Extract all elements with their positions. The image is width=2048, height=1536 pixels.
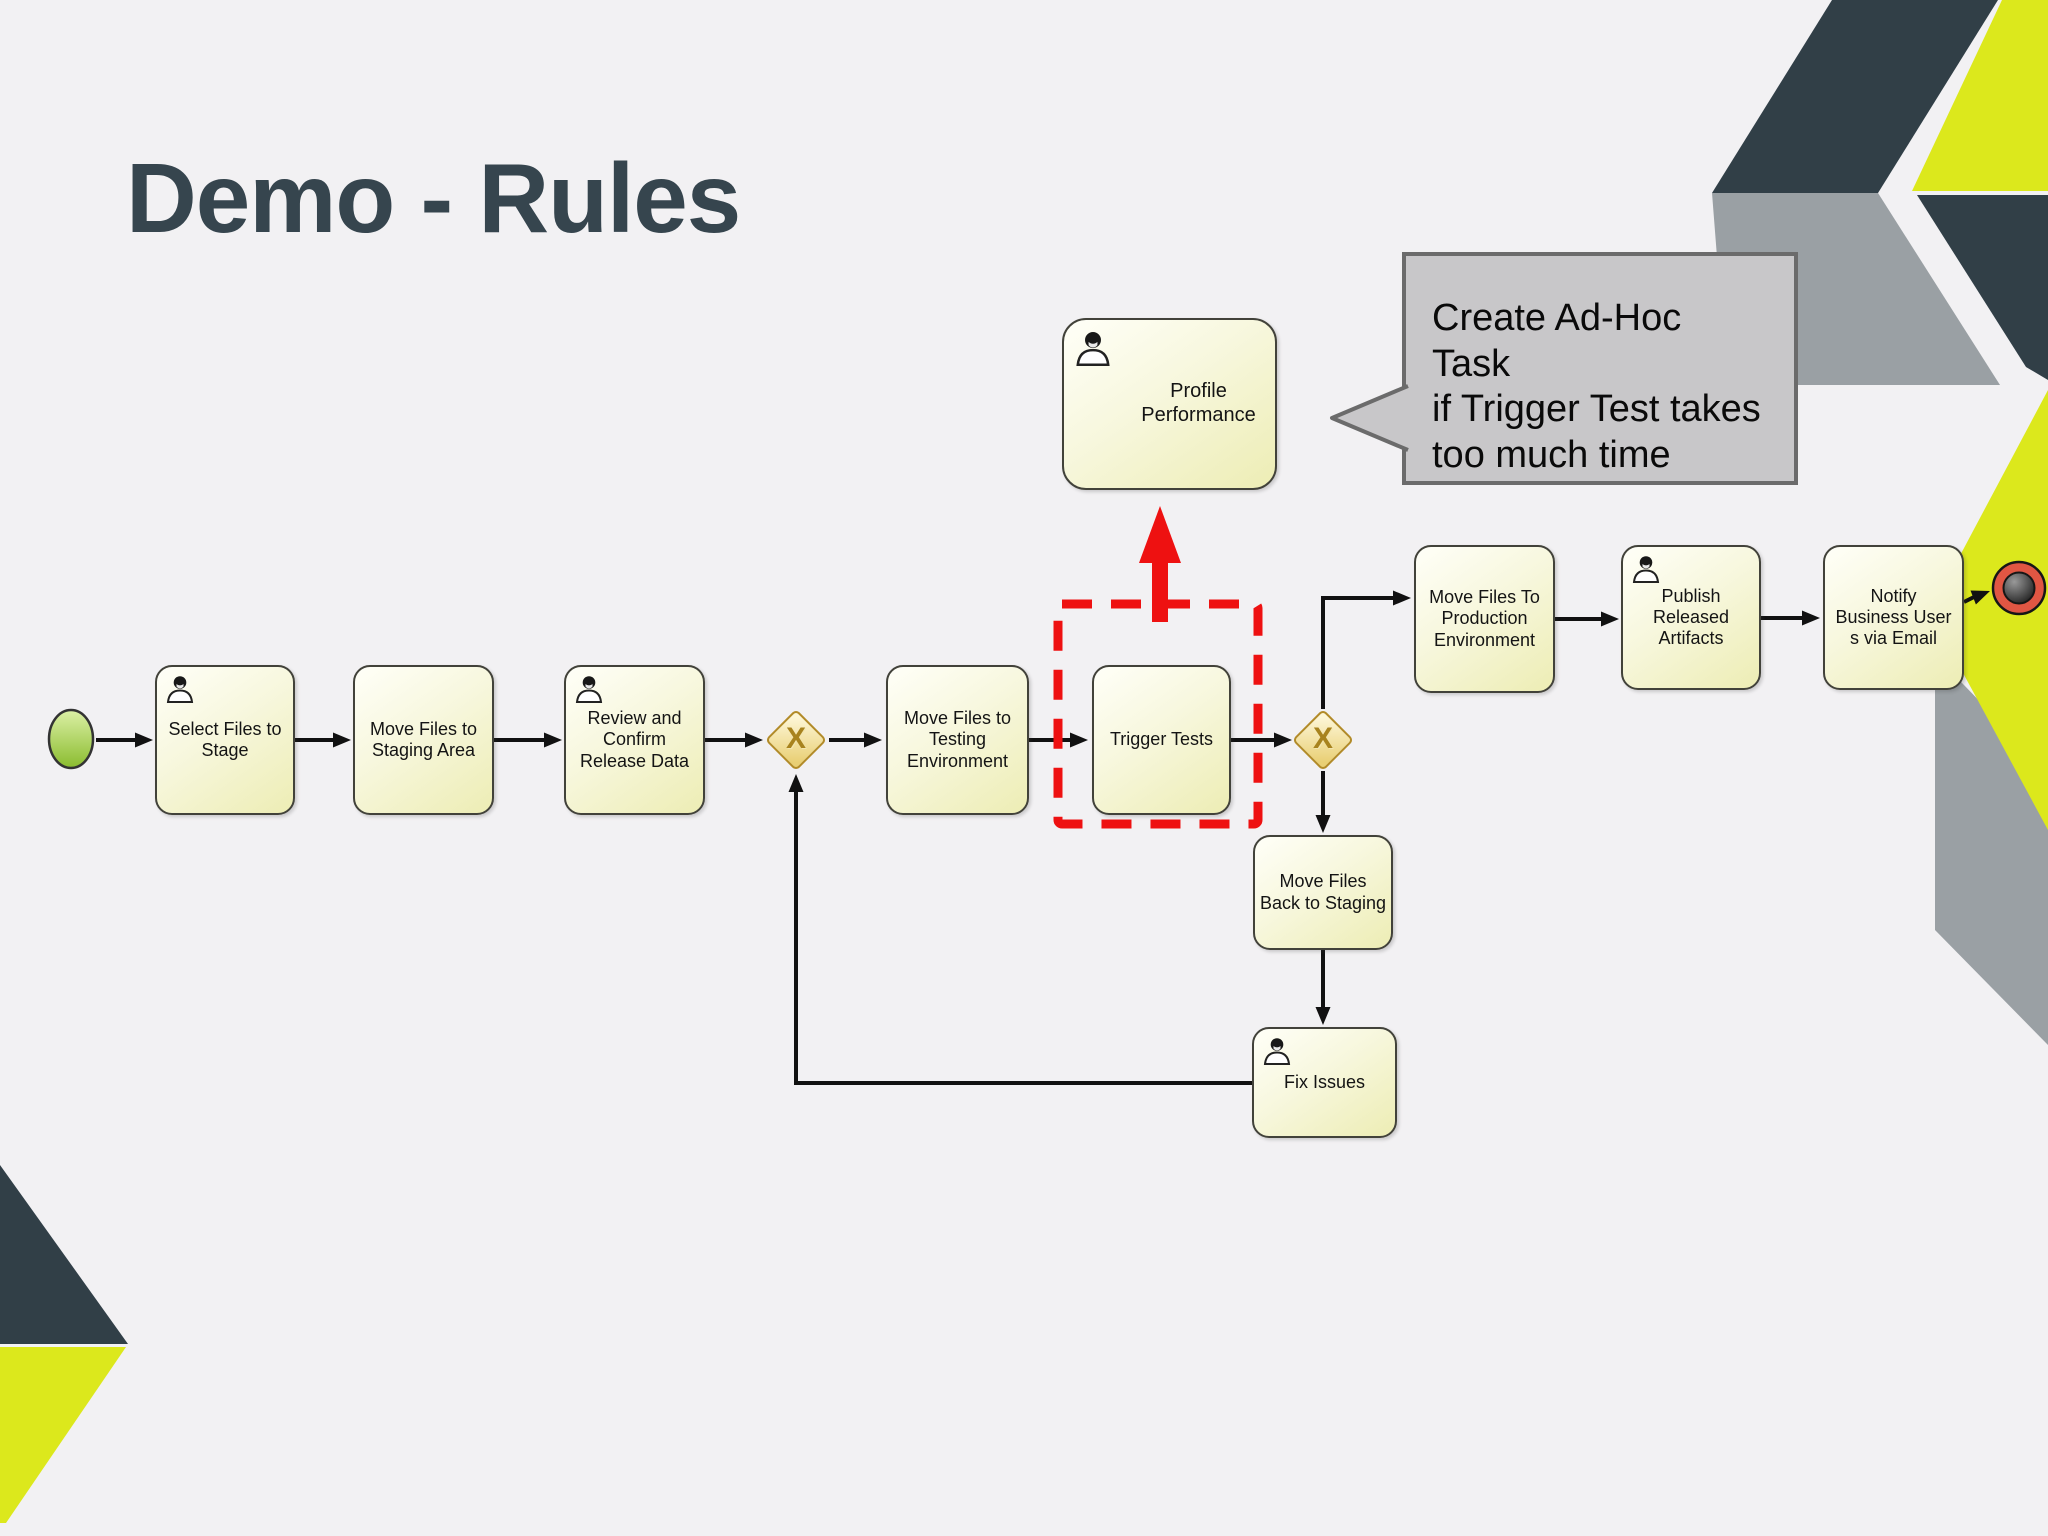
task-label: Profile Performance	[1141, 380, 1256, 426]
arrowheads	[135, 590, 1990, 1025]
task-label: Publish Released Artifacts	[1652, 585, 1730, 649]
decor-top-right	[1712, 0, 2048, 1045]
decor-bottom-left	[0, 1165, 128, 1523]
decor-dark-band-right	[1917, 195, 2048, 380]
annotation-callout: Create Ad-Hoc Task if Trigger Test takes…	[1402, 252, 1798, 485]
decor-yellow-triangle	[0, 1347, 126, 1523]
connectors	[96, 595, 1975, 1085]
task-trigger-tests: Trigger Tests	[1092, 665, 1231, 815]
task-label: Trigger Tests	[1109, 729, 1214, 750]
task-notify-business-users: Notify Business User s via Email	[1823, 545, 1964, 690]
task-publish-released-artifacts: Publish Released Artifacts	[1621, 545, 1761, 690]
decor-dark-triangle	[0, 1165, 128, 1344]
task-label: Fix Issues	[1283, 1071, 1366, 1092]
task-move-files-to-staging: Move Files to Staging Area	[353, 665, 494, 815]
user-icon	[1631, 553, 1661, 583]
adhoc-arrow	[1139, 506, 1181, 622]
adhoc-highlight-box	[1053, 599, 1263, 829]
task-move-files-back-to-staging: Move Files Back to Staging	[1253, 835, 1393, 950]
task-label: Move Files To Production Environment	[1429, 587, 1540, 650]
task-move-files-to-testing: Move Files to Testing Environment	[886, 665, 1029, 815]
task-profile-performance: Profile Performance	[1062, 318, 1277, 490]
page-title: Demo - Rules	[126, 143, 741, 253]
task-review-confirm-release: Review and Confirm Release Data	[564, 665, 705, 815]
decor-yellow-band-top	[1912, 0, 2048, 191]
user-icon	[165, 673, 195, 703]
user-icon	[1074, 328, 1112, 366]
start-event-icon	[47, 708, 95, 770]
task-label: Move Files Back to Staging	[1259, 871, 1387, 913]
gateway-x-label: X	[1312, 722, 1333, 755]
user-icon	[574, 673, 604, 703]
task-label: Move Files to Staging Area	[369, 718, 478, 760]
decor-yellow-diamond-right	[1930, 390, 2048, 830]
decor-dark-chevron	[1712, 0, 1998, 193]
task-select-files-to-stage: Select Files to Stage	[155, 665, 295, 815]
task-label: Move Files to Testing Environment	[903, 708, 1012, 771]
gateway-x-label: X	[785, 722, 806, 755]
task-fix-issues: Fix Issues	[1252, 1027, 1397, 1138]
end-event-icon	[1991, 560, 2047, 616]
task-label: Select Files to Stage	[168, 718, 282, 760]
task-move-files-to-production: Move Files To Production Environment	[1414, 545, 1555, 693]
user-icon	[1262, 1035, 1292, 1065]
task-label: Notify Business User s via Email	[1835, 585, 1952, 649]
task-label: Review and Confirm Release Data	[579, 708, 690, 771]
